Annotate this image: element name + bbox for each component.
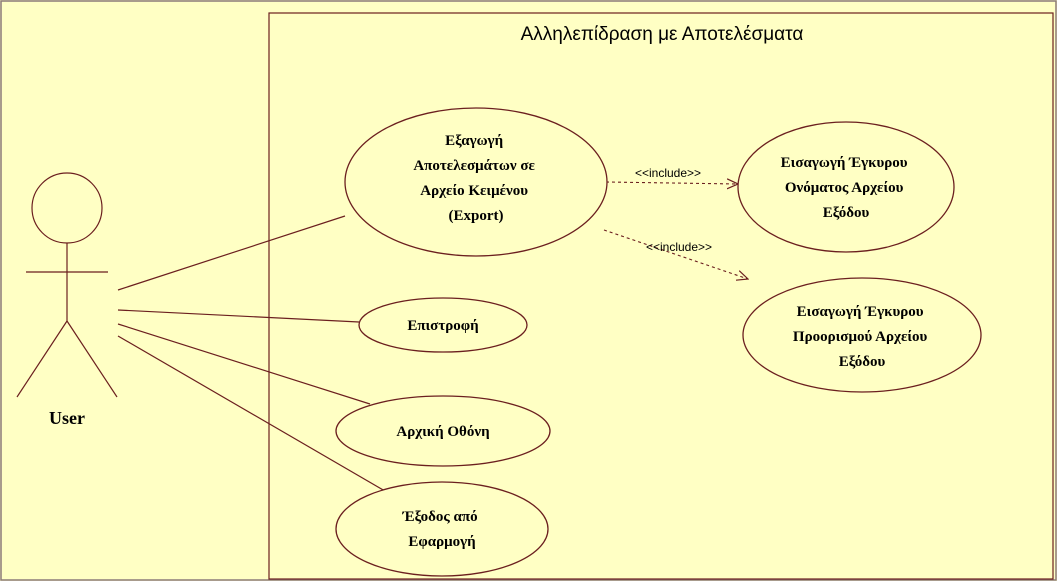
use-case-home: Αρχική Οθόνη	[335, 395, 551, 467]
use-case-valid-filename: Εισαγωγή Έγκυρου Ονόματος Αρχείου Εξόδου	[737, 121, 955, 253]
use-case-valid-destination-line-2: Προορισμού Αρχείου	[793, 329, 928, 345]
actor-left-leg	[16, 320, 68, 398]
use-case-exit-line-1: Έξοδος από	[402, 509, 478, 525]
use-case-export: Εξαγωγή Αποτελεσμάτων σε Αρχείο Κειμένου…	[344, 107, 608, 257]
use-case-return-line-1: Επιστροφή	[407, 318, 478, 334]
use-case-valid-filename-line-1: Εισαγωγή Έγκυρου	[781, 155, 908, 171]
use-case-valid-filename-line-3: Εξόδου	[823, 205, 870, 221]
association-export	[117, 215, 346, 291]
actor-right-leg	[66, 320, 118, 398]
use-case-exit: Έξοδος από Εφαρμογή	[335, 481, 549, 577]
svg-text:Αρχική Οθόνη: Αρχική Οθόνη	[396, 424, 489, 440]
use-case-valid-destination-line-3: Εξόδου	[839, 354, 886, 370]
include-arrow-dest	[603, 229, 748, 279]
association-return	[117, 309, 360, 323]
use-case-valid-destination-line-1: Εισαγωγή Έγκυρου	[797, 304, 924, 320]
actor-head	[31, 172, 103, 244]
actor-user: User	[16, 172, 118, 428]
svg-text:Επιστροφή: Επιστροφή	[407, 318, 478, 334]
svg-text:Εξαγωγή Αποτελεσμάτων σε: Εξαγωγή Αποτελεσμάτων σε Αρχείο Κειμένου…	[413, 133, 538, 224]
association-home	[117, 323, 371, 405]
include-arrow-name	[605, 182, 738, 184]
use-case-return: Επιστροφή	[358, 297, 528, 353]
use-case-exit-line-2: Εφαρμογή	[408, 534, 475, 550]
use-case-valid-filename-line-2: Ονόματος Αρχείου	[785, 180, 904, 196]
svg-text:Έξοδος από Εφαρμογή: Έξοδος από Εφαρμογή	[402, 509, 482, 550]
use-case-export-line-4: (Export)	[449, 208, 504, 224]
include-label-name: <<include>>	[635, 166, 701, 180]
use-case-export-line-2: Αποτελεσμάτων σε	[413, 158, 535, 174]
use-case-export-line-1: Εξαγωγή	[445, 133, 503, 149]
system-boundary	[268, 12, 1054, 580]
svg-text:Εισαγωγή Έγκυρου Ονόματο: Εισαγωγή Έγκυρου Ονόματος Αρχείου Εξόδου	[781, 155, 912, 221]
use-case-valid-destination: Εισαγωγή Έγκυρου Προορισμού Αρχείου Εξόδ…	[742, 277, 982, 393]
association-exit	[117, 335, 386, 492]
actor-name: User	[49, 408, 85, 428]
include-label-dest: <<include>>	[646, 240, 712, 254]
system-boundary-title: Αλληλεπίδραση με Αποτελέσματα	[521, 24, 804, 45]
use-case-home-line-1: Αρχική Οθόνη	[396, 424, 489, 440]
svg-text:Εισαγωγή Έγκυρου Προορισ: Εισαγωγή Έγκυρου Προορισμού Αρχείου Εξόδ…	[793, 304, 931, 370]
use-case-export-line-3: Αρχείο Κειμένου	[420, 183, 528, 199]
